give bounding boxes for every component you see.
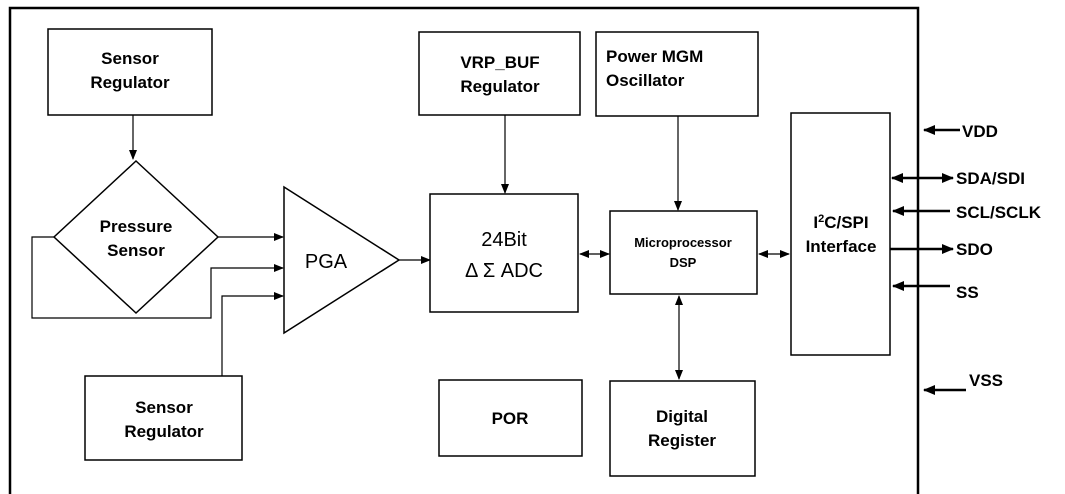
adc-line1: 24Bit [481, 229, 527, 251]
sensor-regulator-top-line2: Regulator [90, 73, 170, 92]
sensor-regulator-bottom-block: Sensor Regulator [84, 375, 243, 461]
sensor-regulator-bottom-line1: Sensor [135, 398, 193, 417]
adc-block: 24Bit Δ Σ ADC [429, 193, 579, 313]
vrp-buf-regulator-block: VRP_BUF Regulator [418, 31, 581, 116]
sensor-regulator-bottom-line2: Regulator [124, 422, 204, 441]
sdo-pin-label: SDO [956, 240, 993, 259]
sda-pin-label: SDA/SDI [956, 169, 1025, 188]
bottom-reg-to-pga [221, 292, 284, 376]
microprocessor-line1: Microprocessor [634, 235, 732, 250]
i2c-spi-interface-block: I2C/SPI Interface [790, 112, 891, 356]
interface-line2: Interface [806, 237, 877, 256]
power-mgm-oscillator-block: Power MGM Oscillator [595, 31, 759, 117]
vrp-buf-line1: VRP_BUF [460, 53, 539, 72]
por-block: POR [438, 379, 583, 457]
pga-block: PGA [283, 185, 401, 335]
pga-label: PGA [305, 251, 348, 273]
sensor-regulator-top-block: Sensor Regulator [47, 28, 213, 116]
vrp-buf-line2: Regulator [460, 77, 540, 96]
vdd-pin-label: VDD [962, 122, 998, 141]
por-label: POR [492, 409, 529, 428]
power-mgm-line1: Power MGM [606, 47, 703, 66]
pressure-sensor-line2: Sensor [107, 241, 165, 260]
sensor-left-to-pga [31, 236, 284, 319]
vss-pin-label: VSS [969, 371, 1003, 390]
sensor-regulator-top-line1: Sensor [101, 49, 159, 68]
pressure-sensor-line1: Pressure [100, 217, 173, 236]
microprocessor-dsp-block: Microprocessor DSP [609, 210, 758, 295]
scl-pin-label: SCL/SCLK [956, 203, 1042, 222]
digital-register-block: Digital Register [609, 380, 756, 477]
adc-line2: Δ Σ ADC [465, 260, 543, 282]
power-mgm-line2: Oscillator [606, 71, 685, 90]
interface-line1: I2C/SPI [813, 213, 868, 232]
digital-register-line1: Digital [656, 407, 708, 426]
digital-register-line2: Register [648, 431, 716, 450]
ss-pin-label: SS [956, 283, 979, 302]
microprocessor-line2: DSP [670, 255, 697, 270]
chip-boundary [8, 6, 920, 494]
pressure-sensor-block: Pressure Sensor [52, 159, 220, 315]
